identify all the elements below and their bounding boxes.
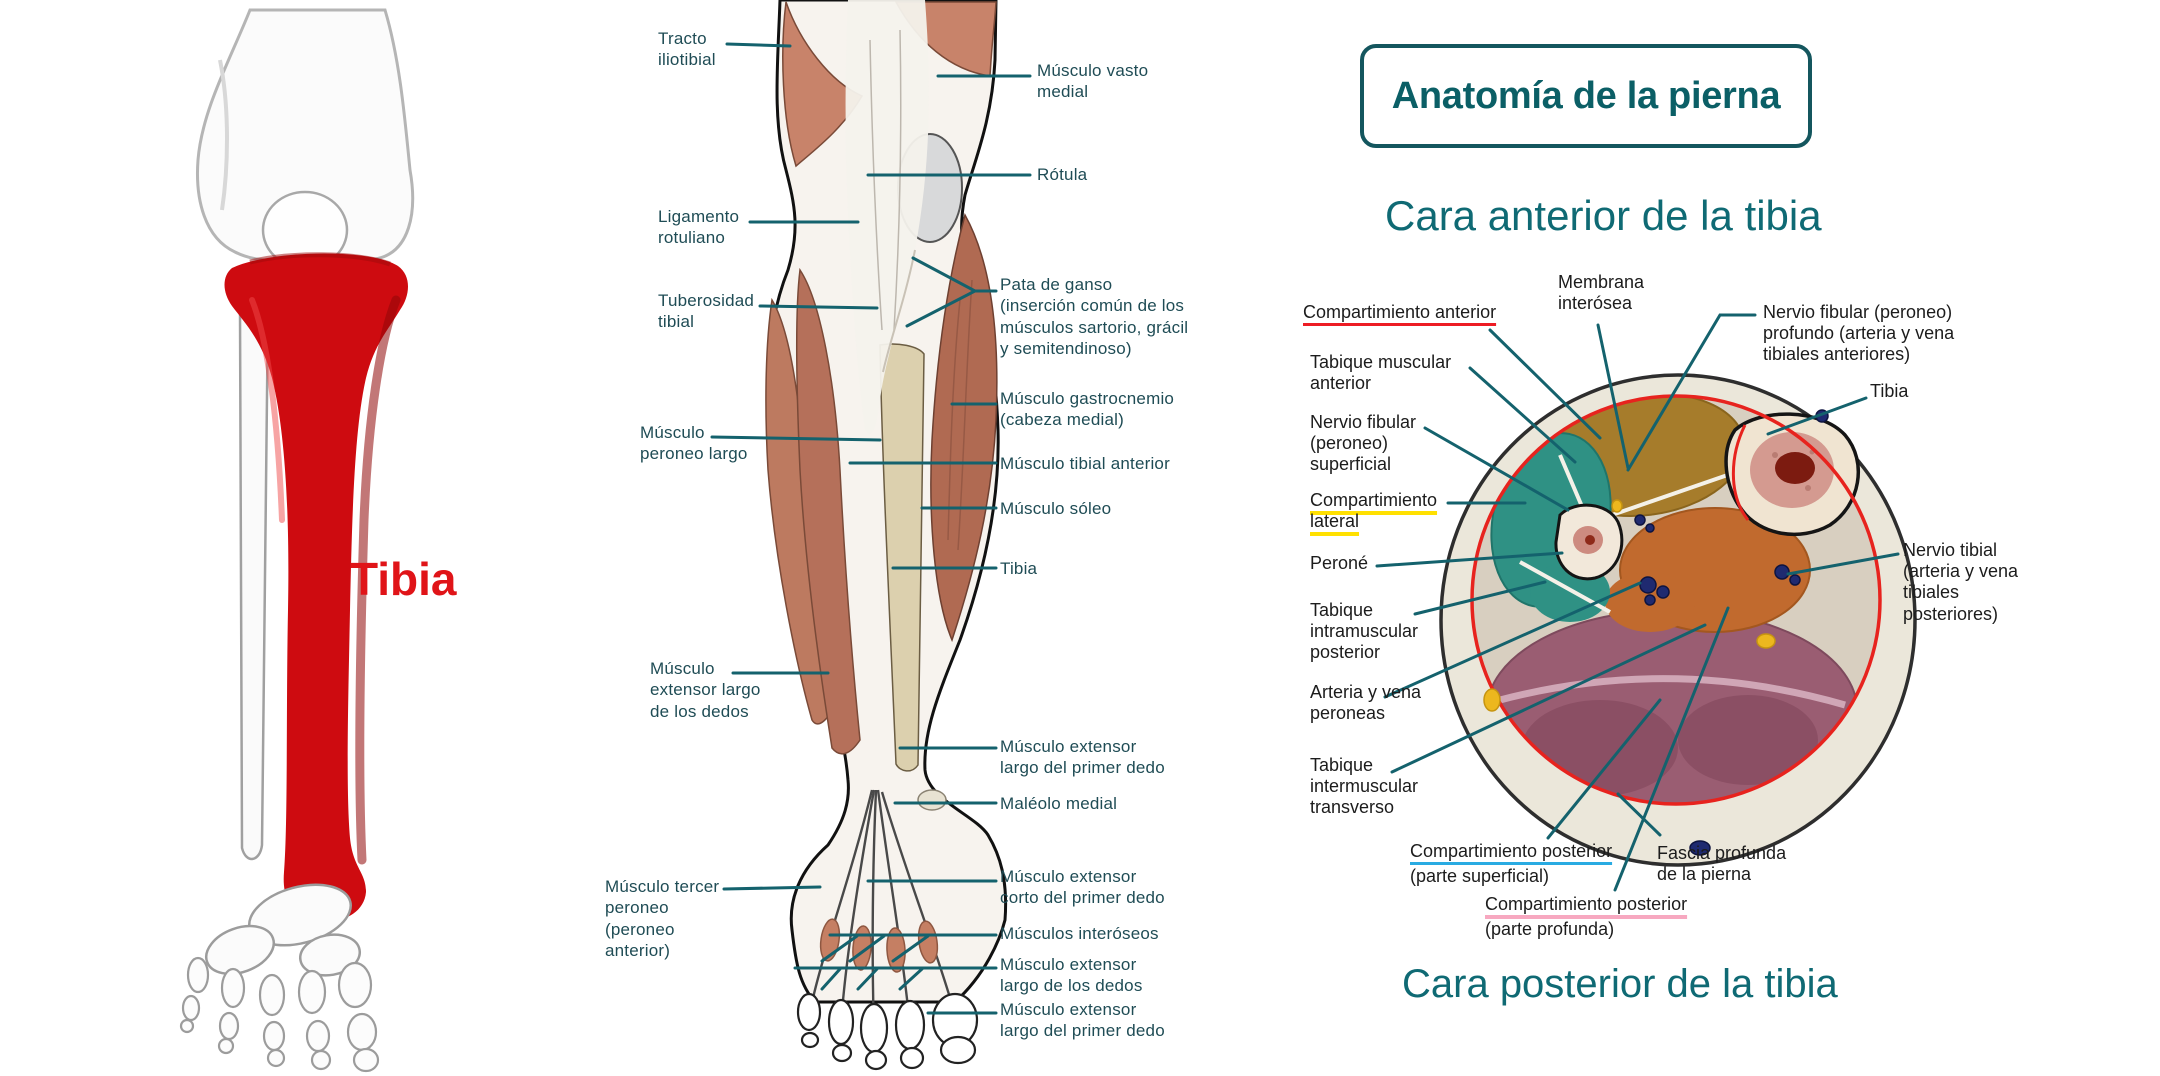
label-compartimiento-anterior: Compartimiento anterior: [1303, 302, 1497, 322]
leader-lines: [710, 42, 1900, 1015]
label-musculo-tercer-peroneo: Músculo tercer peroneo (peroneo anterior…: [605, 877, 720, 960]
leg-muscles-illustration: [765, 0, 1008, 1071]
label-tuberosidad-tibial: Tuberosidad tibial: [658, 291, 755, 332]
leg-cross-section-illustration: [1439, 373, 1917, 867]
label-musculo-tibial-anterior: Músculo tibial anterior: [1000, 454, 1170, 473]
label-rotula: Rótula: [1037, 165, 1088, 184]
label-compartimiento-posterior-profunda-main: Compartimiento posterior: [1485, 894, 1688, 914]
label-musculos-interoseos: Músculos interóseos: [1000, 924, 1159, 943]
label-compartimiento-posterior-superficial-sub: (parte superficial): [1410, 866, 1550, 887]
label-tabique-intermuscular-transverso: Tabique intermuscular transverso: [1310, 755, 1419, 818]
label-nervio-fibular-profundo: Nervio fibular (peroneo) profundo (arter…: [1763, 302, 1955, 365]
label-tabique-muscular-anterior: Tabique muscular anterior: [1310, 352, 1452, 394]
poster-title: Anatomía de la pierna: [1391, 74, 1781, 117]
label-tracto-iliotibial: Tracto iliotibial: [658, 29, 716, 70]
label-fascia-profunda: Fascia profunda de la pierna: [1657, 843, 1787, 885]
label-maleolo-medial: Maléolo medial: [1000, 794, 1118, 813]
subtitle-cara-posterior: Cara posterior de la tibia: [1402, 962, 1838, 1006]
label-musculo-soleo: Músculo sóleo: [1000, 499, 1112, 518]
label-nervio-tibial: Nervio tibial (arteria y vena tibiales p…: [1903, 540, 2019, 624]
label-nervio-fibular-superficial: Nervio fibular (peroneo) superficial: [1310, 412, 1417, 475]
label-perone: Peroné: [1310, 553, 1369, 573]
label-musculo-gastrocnemio: Músculo gastrocnemio (cabeza medial): [1000, 389, 1175, 430]
label-musculo-extensor-largo-primer-dedo: Músculo extensor largo del primer dedo: [1000, 737, 1165, 778]
label-tibia-cross-section: Tibia: [1870, 381, 1909, 401]
tibia-bone-illustration: [179, 8, 415, 1073]
tibia-bone-label: Tibia: [350, 553, 457, 605]
label-arteria-vena-peroneas: Arteria y vena peroneas: [1310, 682, 1422, 724]
subtitle-cara-anterior: Cara anterior de la tibia: [1385, 192, 1822, 239]
label-musculo-peroneo-largo: Músculo peroneo largo: [640, 423, 748, 464]
label-musculo-extensor-largo-dedos: Músculo extensor largo de los dedos: [650, 659, 761, 721]
label-compartimiento-posterior-superficial-main: Compartimiento posterior: [1410, 841, 1613, 861]
label-ligamento-rotuliano: Ligamento rotuliano: [658, 207, 740, 248]
label-compartimiento-posterior-profunda-sub: (parte profunda): [1485, 919, 1615, 940]
label-compartimiento-posterior-superficial: Compartimiento posterior (parte superfic…: [1410, 841, 1612, 887]
label-musculo-extensor-corto-primer-dedo: Músculo extensor corto del primer dedo: [1000, 867, 1165, 908]
label-membrana-interosea: Membrana interósea: [1558, 272, 1645, 314]
label-tibia-middle: Tibia: [1000, 559, 1038, 578]
poster-title-box: Anatomía de la pierna: [1360, 44, 1812, 148]
label-pata-de-ganso: Pata de ganso (inserción común de los mú…: [1000, 275, 1189, 358]
label-musculo-vasto-medial: Músculo vasto medial: [1037, 61, 1149, 102]
label-tabique-intramuscular-posterior: Tabique intramuscular posterior: [1310, 600, 1419, 663]
label-musculo-extensor-largo-primer-dedo-2: Músculo extensor largo del primer dedo: [1000, 1000, 1165, 1041]
label-musculo-extensor-largo-dedos-2: Músculo extensor largo de los dedos: [1000, 955, 1143, 996]
label-compartimiento-posterior-profunda: Compartimiento posterior (parte profunda…: [1485, 894, 1687, 940]
label-compartimiento-lateral: Compartimiento lateral: [1310, 490, 1438, 532]
